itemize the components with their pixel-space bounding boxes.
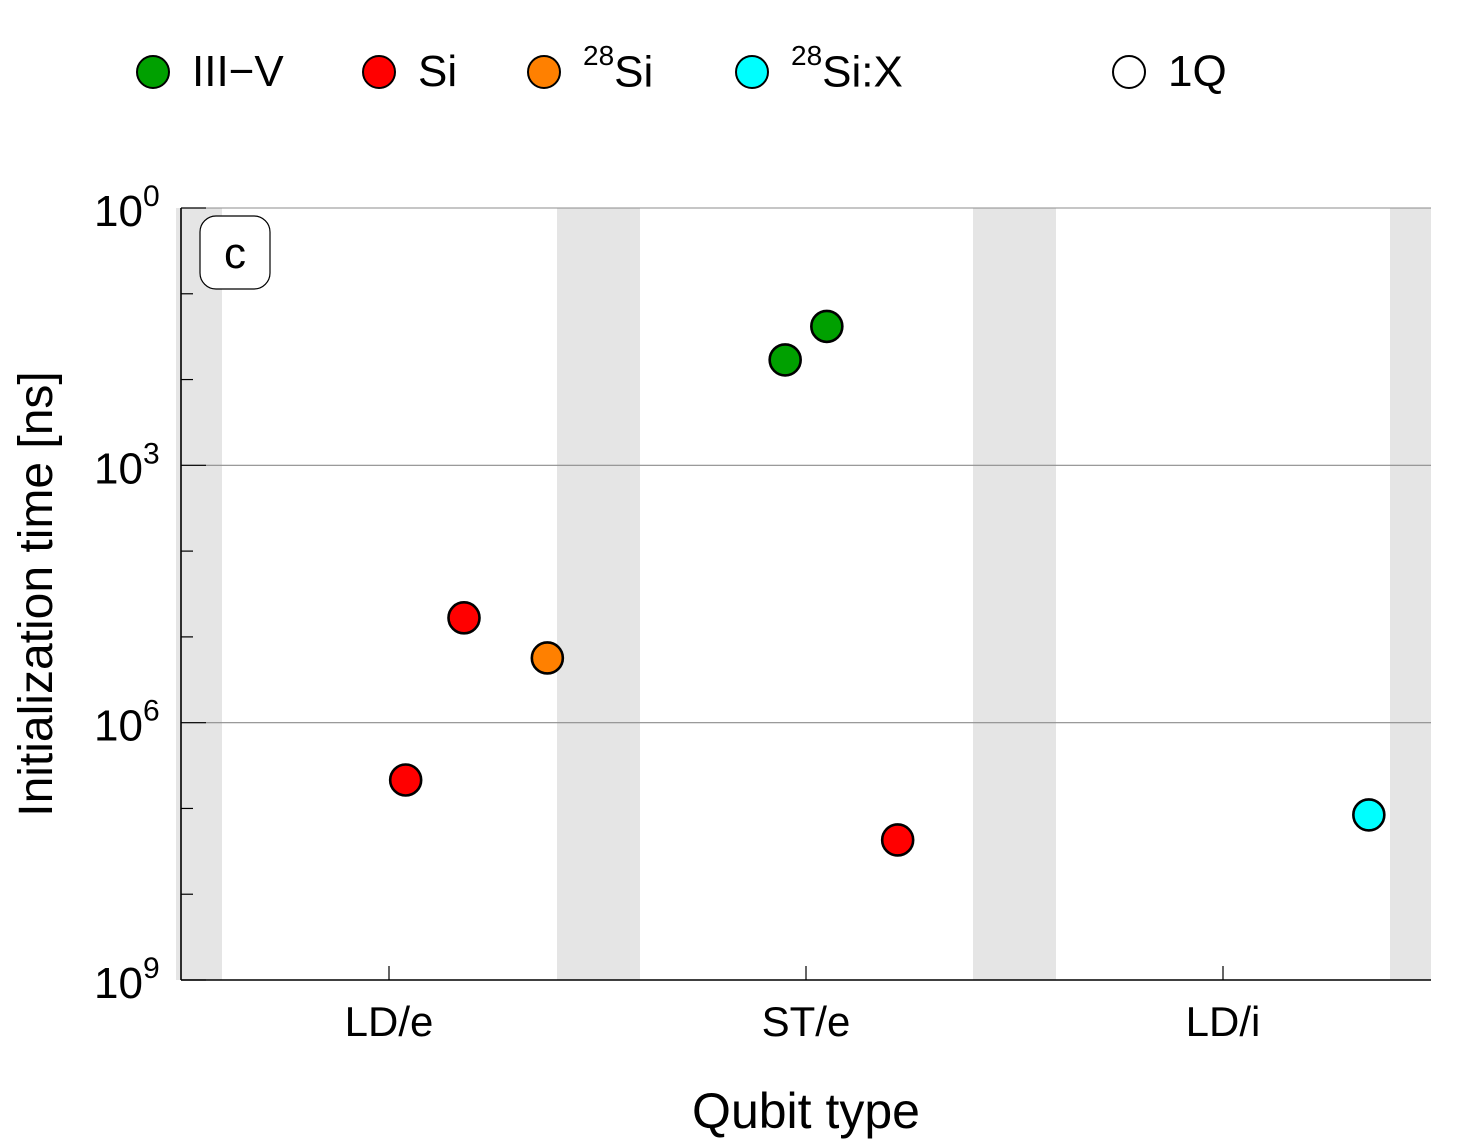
chart-legend: III−V Si 28Si 28Si:X 1Q (0, 40, 1478, 100)
legend-item-si28: 28Si (527, 40, 654, 100)
data-point (388, 763, 423, 797)
legend-item-iii-v: III−V (136, 44, 284, 100)
y-axis-label: Initialization time [ns] (10, 371, 63, 817)
legend-marker-icon (136, 55, 170, 89)
shaded-bands (176, 208, 1431, 980)
data-point (530, 641, 565, 675)
y-tick-label: 103 (94, 437, 160, 493)
data-points (388, 309, 1386, 857)
x-tick-label: LD/e (345, 998, 434, 1045)
y-tick-label: 106 (94, 695, 160, 751)
x-tick-label: LD/i (1186, 998, 1261, 1045)
y-tick-label: 109 (94, 952, 160, 1008)
data-point (447, 601, 481, 635)
legend-marker-icon (1112, 55, 1146, 89)
data-point (880, 823, 915, 857)
legend-item-si: Si (362, 44, 457, 100)
data-point (1352, 798, 1386, 832)
legend-label: 28Si:X (791, 40, 903, 97)
panel-label-box: c (199, 215, 271, 290)
legend-item-si28x: 28Si:X (735, 40, 903, 100)
shaded-band (176, 208, 222, 980)
legend-item-1q: 1Q (1112, 44, 1227, 100)
legend-marker-icon (527, 55, 561, 89)
legend-label: III−V (192, 47, 284, 96)
data-point (810, 309, 844, 344)
x-tick-label: ST/e (762, 998, 851, 1045)
x-axis-label: Qubit type (692, 1083, 920, 1139)
legend-label: 1Q (1168, 47, 1227, 96)
gridlines (181, 207, 1431, 724)
legend-label: 28Si (583, 40, 654, 97)
y-tick-label: 100 (94, 180, 160, 236)
panel-label: c (224, 229, 246, 278)
legend-label: Si (418, 47, 458, 96)
legend-marker-icon (362, 55, 396, 89)
shaded-band (1390, 208, 1431, 980)
shaded-band (557, 208, 640, 980)
legend-marker-icon (735, 55, 769, 89)
shaded-band (973, 208, 1056, 980)
data-point (768, 343, 802, 377)
